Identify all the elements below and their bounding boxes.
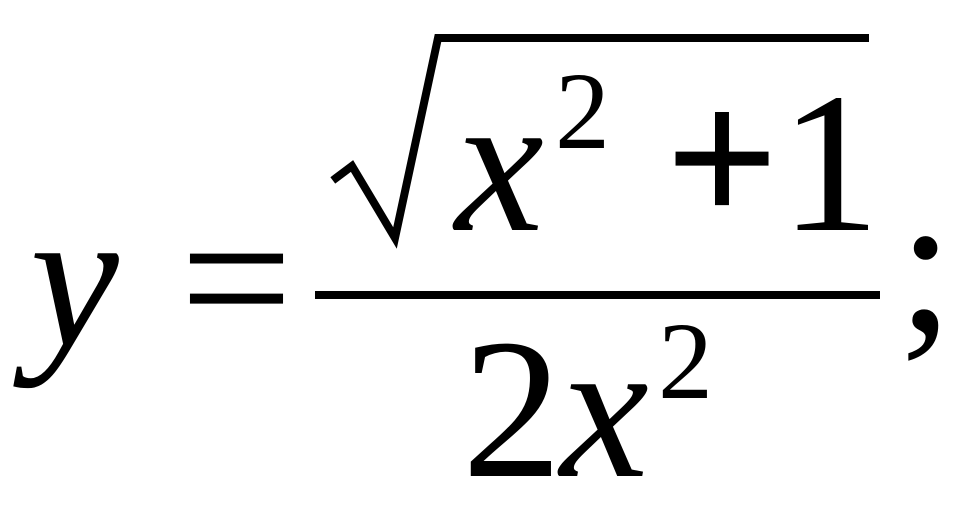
radicand-variable: x bbox=[452, 53, 544, 274]
denominator-exponent: 2 bbox=[658, 300, 713, 422]
radicand-exponent: 2 bbox=[555, 50, 610, 172]
equals-sign: = bbox=[180, 168, 293, 389]
semicolon: ; bbox=[898, 153, 954, 374]
denominator-variable: x bbox=[557, 299, 649, 519]
denominator-coefficient: 2 bbox=[462, 299, 562, 519]
plus-sign: + bbox=[665, 48, 779, 269]
radical-sign bbox=[330, 34, 869, 249]
constant-one: 1 bbox=[780, 53, 880, 274]
lhs-variable: y bbox=[13, 168, 119, 389]
fraction-bar bbox=[315, 291, 880, 299]
